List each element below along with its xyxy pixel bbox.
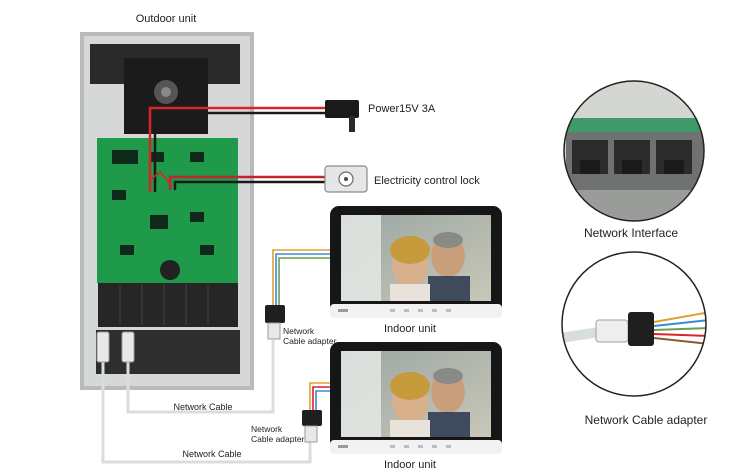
rj45-plug-2 xyxy=(121,331,135,363)
adapter-2-label-line1: Network xyxy=(251,424,283,434)
adapter-2-label-line2: Cable adapter xyxy=(251,434,305,444)
terminal-blocks xyxy=(98,283,238,327)
indoor-unit-monitor-2 xyxy=(330,342,502,454)
power-wires xyxy=(148,106,325,192)
network-cable-adapter-1 xyxy=(265,305,285,340)
network-cable-label-2: Network Cable xyxy=(182,449,241,459)
network-cable-adapter-photo xyxy=(561,251,707,397)
electric-lock xyxy=(324,165,368,193)
network-cable-label-1: Network Cable xyxy=(173,402,232,412)
adapter-1-label-line1: Network xyxy=(283,326,315,336)
network-cable-adapter-label: Network Cable adapter xyxy=(585,413,708,427)
buzzer xyxy=(160,260,180,280)
network-interface-label: Network Interface xyxy=(584,226,678,240)
network-cable-adapter-2 xyxy=(302,410,322,443)
rj45-plug-1 xyxy=(96,331,110,363)
network-interface-photo xyxy=(563,80,705,222)
lock-label: Electricity control lock xyxy=(374,175,480,187)
indoor-unit-monitor-1 xyxy=(330,206,502,318)
indoor-unit-label-1: Indoor unit xyxy=(384,323,436,335)
outdoor-unit xyxy=(80,32,254,390)
multicolor-wires xyxy=(272,249,338,410)
indoor-unit-label-2: Indoor unit xyxy=(384,459,436,471)
outdoor-unit-label: Outdoor unit xyxy=(136,13,197,25)
network-cables xyxy=(101,340,312,464)
power-label: Power15V 3A xyxy=(368,103,436,115)
adapter-1-label-line2: Cable adapter xyxy=(283,336,337,346)
power-plug xyxy=(325,100,359,132)
